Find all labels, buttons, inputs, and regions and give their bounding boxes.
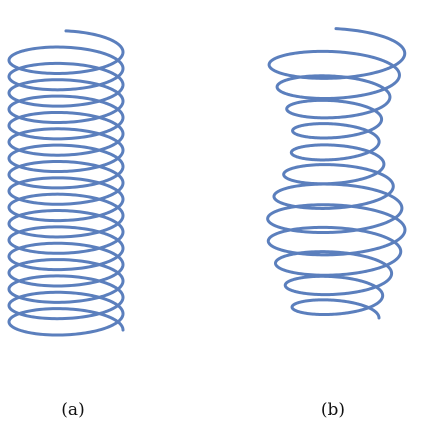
helix-a — [7, 29, 125, 337]
panel-b-label: (b) — [320, 400, 346, 420]
helix-b — [266, 27, 407, 320]
panel-a-label: (a) — [61, 400, 85, 420]
